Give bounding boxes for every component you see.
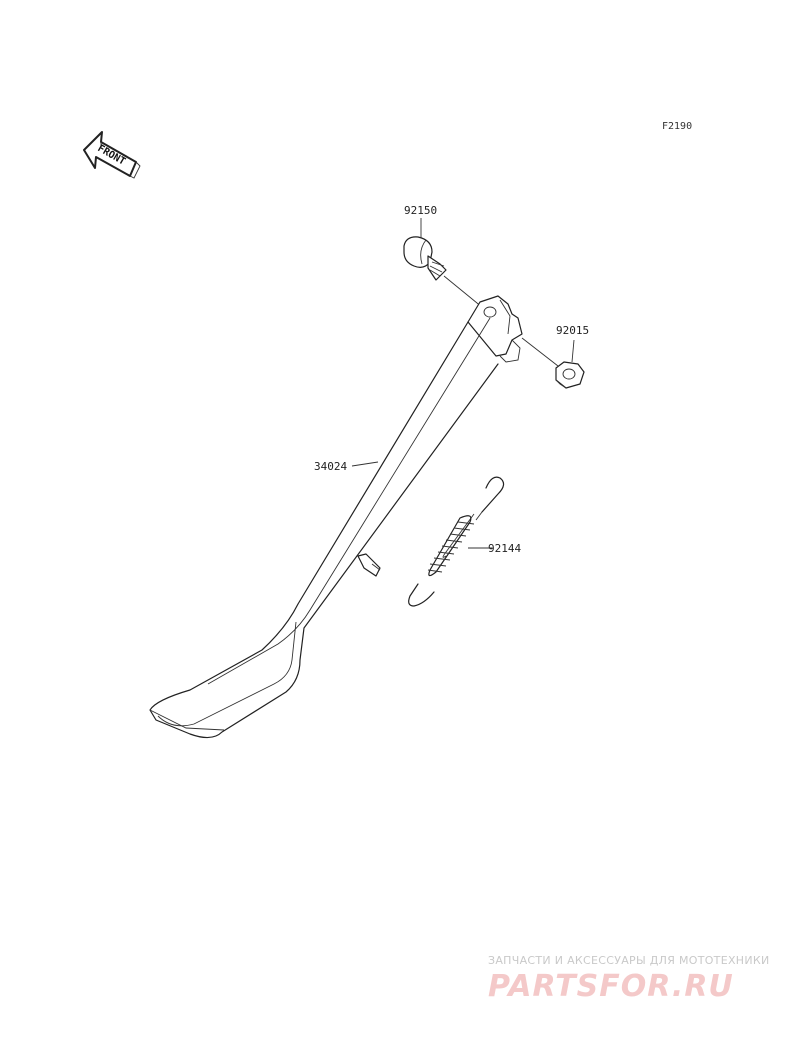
part-number-92144: 92144 [488, 542, 521, 555]
part-number-34024: 34024 [314, 460, 347, 473]
diagram-code: F2190 [662, 121, 692, 132]
watermark-logo: PARTSFOR.RU [488, 969, 734, 1004]
watermark-tagline: ЗАПЧАСТИ И АКСЕССУАРЫ ДЛЯ МОТОТЕХНИКИ [488, 954, 770, 967]
spring-92144 [408, 476, 505, 607]
spring-coils [427, 515, 475, 577]
nut-92015 [521, 337, 585, 389]
bolt-92150 [403, 218, 489, 313]
part-number-92150: 92150 [404, 204, 437, 217]
side-stand-34024 [149, 295, 523, 739]
part-number-92015: 92015 [556, 324, 589, 337]
front-arrow-icon: FRONT [83, 131, 141, 179]
